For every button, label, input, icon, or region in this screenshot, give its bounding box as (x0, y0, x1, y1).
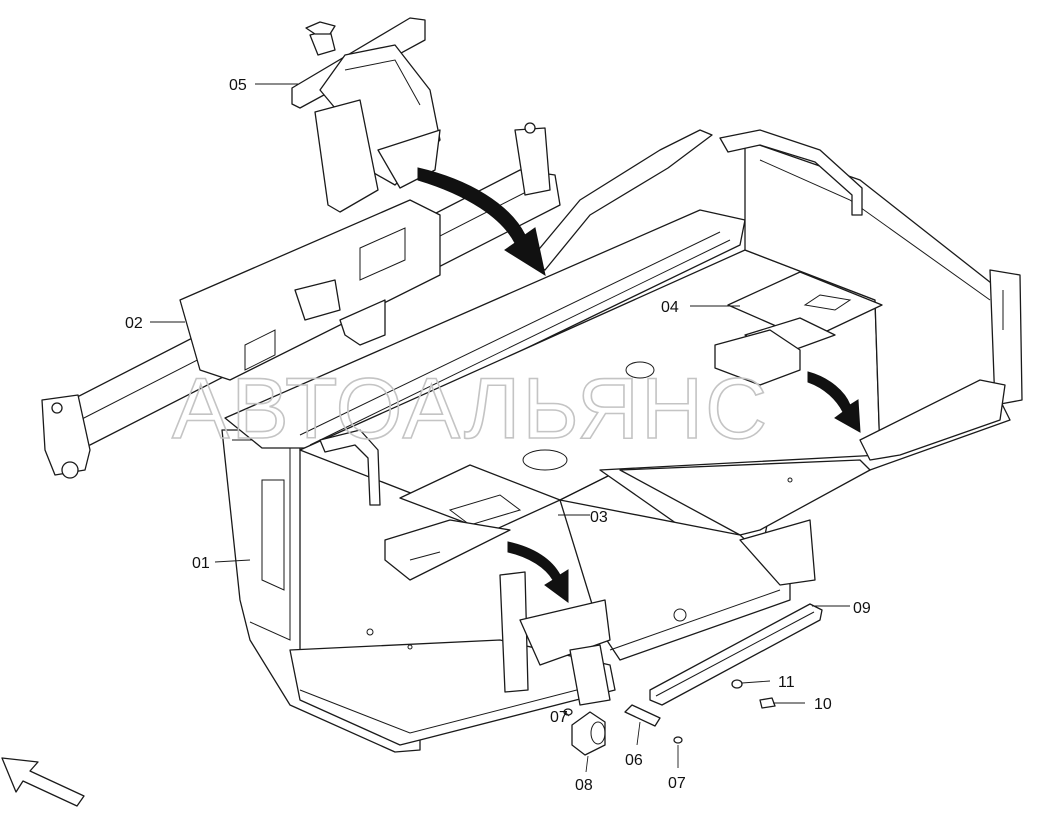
callout-labels: 05 02 04 03 01 09 11 10 07 06 07 08 (125, 77, 871, 794)
callout-06: 06 (625, 752, 643, 769)
crossbeam-assembly (41, 122, 561, 479)
callout-07-right: 07 (668, 775, 686, 792)
arrow-right-icon (807, 371, 861, 433)
callout-03: 03 (590, 509, 608, 526)
arrow-top-icon (417, 167, 546, 277)
plate-04 (714, 271, 883, 386)
assembly-arrows (417, 167, 861, 603)
plate-03 (384, 464, 561, 581)
callout-07-left: 07 (550, 709, 568, 726)
arrow-middle-icon (507, 541, 569, 603)
small-parts (563, 679, 776, 756)
callout-08: 08 (575, 777, 593, 794)
callout-04: 04 (661, 299, 679, 316)
callout-02: 02 (125, 315, 143, 332)
direction-arrow-icon (1, 757, 85, 807)
watermark: АВТОАЛЬЯНС (172, 361, 769, 457)
callout-10: 10 (814, 696, 832, 713)
rail-09 (649, 603, 823, 706)
callout-11: 11 (778, 674, 795, 691)
leader-lines (150, 83, 850, 773)
callout-09: 09 (853, 600, 871, 617)
callout-05: 05 (229, 77, 247, 94)
frame-assembly (221, 129, 1023, 753)
lifting-mechanism (291, 17, 441, 213)
callout-01: 01 (192, 555, 210, 572)
